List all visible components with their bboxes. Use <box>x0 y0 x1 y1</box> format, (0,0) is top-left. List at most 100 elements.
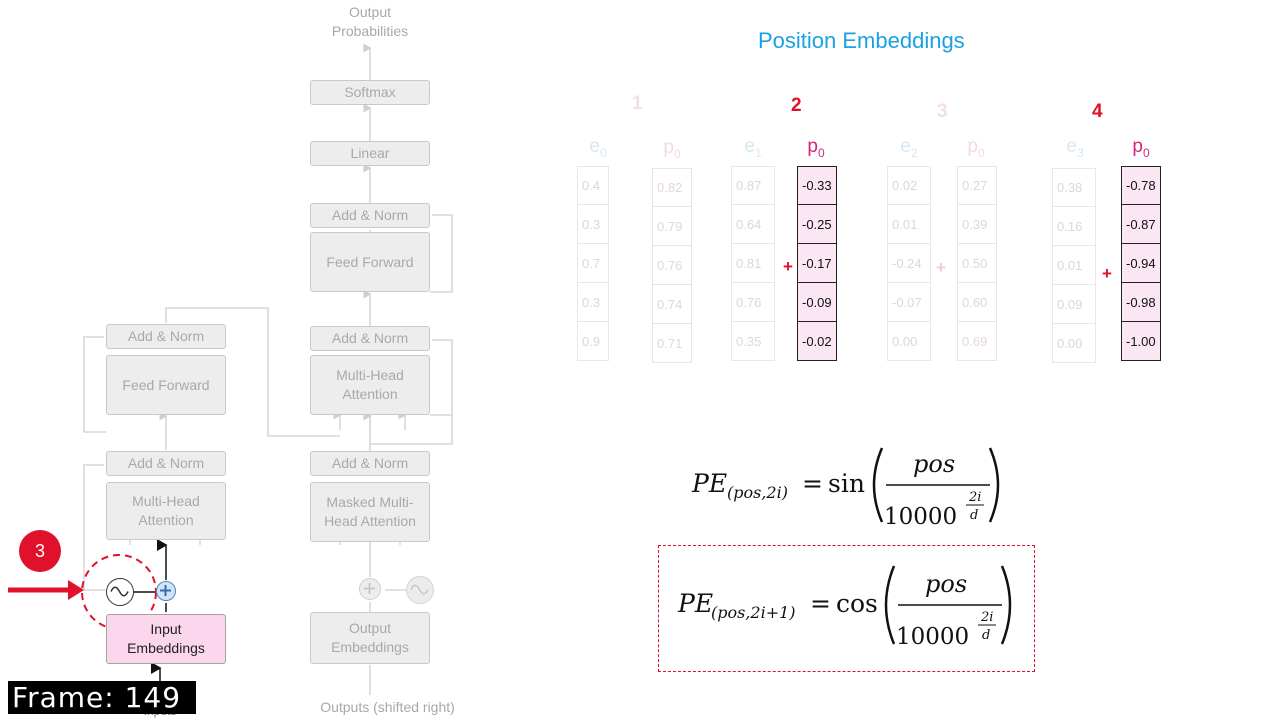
formula-cos-numerator: pos <box>925 570 967 598</box>
decoder-multi-head-attention-block: Multi-Head Attention <box>310 355 430 415</box>
svg-text:=: = <box>810 589 831 618</box>
position-number-4: 4 <box>1092 101 1103 122</box>
vector-cell: -0.25 <box>797 205 837 244</box>
vector-cell: 0.7 <box>577 244 609 283</box>
e1-header: e1 <box>744 136 762 160</box>
step-badge-number: 3 <box>34 540 45 561</box>
step-badge: 3 <box>19 530 61 572</box>
decoder-add-norm-low: Add & Norm <box>310 451 430 476</box>
vector-cell: 0.39 <box>957 205 997 244</box>
vector-cell: 0.81 <box>731 244 775 283</box>
decoder-add-norm-top: Add & Norm <box>310 203 430 228</box>
plus-sign-4: + <box>1102 264 1112 283</box>
frame-label: Frame: 149 <box>8 681 196 714</box>
vector-cell: 0.02 <box>887 166 931 205</box>
vector-cell: -0.02 <box>797 322 837 361</box>
formula-sin: PE (pos,2i) = sin pos 10000 2i d <box>691 447 1000 530</box>
e1-vector: 0.87 0.64 0.81 0.76 0.35 <box>731 166 775 361</box>
e3-header: e3 <box>1066 136 1084 160</box>
decoder-sine-wave-icon <box>406 576 434 604</box>
position-number-2: 2 <box>791 95 802 116</box>
formula-sin-denominator: 10000 <box>884 504 957 530</box>
plus-sign-2: + <box>783 257 793 276</box>
input-embeddings-block: Input Embeddings <box>106 614 226 664</box>
output-embeddings-block: Output Embeddings <box>310 612 430 664</box>
vector-cell: 0.76 <box>652 246 692 285</box>
vector-cell: 0.09 <box>1052 285 1096 324</box>
vector-cell: -0.07 <box>887 283 931 322</box>
vector-cell: 0.4 <box>577 166 609 205</box>
p0-vector-3: 0.27 0.39 0.50 0.60 0.69 <box>957 166 997 361</box>
vector-cell: -0.33 <box>797 166 837 205</box>
vector-cell: 0.01 <box>887 205 931 244</box>
vector-cell: 0.79 <box>652 207 692 246</box>
vector-cell: -0.98 <box>1121 283 1161 322</box>
p0-vector-1: 0.82 0.79 0.76 0.74 0.71 <box>652 168 692 363</box>
formula-cos: PE (pos,2i+1) = cos pos 10000 2i d <box>677 565 1012 650</box>
formula-cos-exp-num: 2i <box>980 610 993 625</box>
vector-cell: 0.27 <box>957 166 997 205</box>
vector-cell: 0.71 <box>652 324 692 363</box>
vector-cell: 0.38 <box>1052 168 1096 207</box>
encoder-add-icon <box>156 581 176 601</box>
formula-sin-lhs: PE <box>691 469 727 498</box>
formula-cos-subscript: (pos,2i+1) <box>711 603 796 622</box>
vector-cell: 0.50 <box>957 244 997 283</box>
vector-cell: 0.60 <box>957 283 997 322</box>
formula-sin-exp-num: 2i <box>968 490 981 505</box>
vector-cell: 0.82 <box>652 168 692 207</box>
vector-cell: -0.17 <box>797 244 837 283</box>
formula-sin-numerator: pos <box>913 450 955 478</box>
vector-cell: -0.09 <box>797 283 837 322</box>
formula-cos-fn: cos <box>836 589 878 618</box>
vector-cell: 0.3 <box>577 283 609 322</box>
formula-sin-subscript: (pos,2i) <box>727 483 788 502</box>
position-number-1: 1 <box>632 93 643 114</box>
formula-sin-fn: sin <box>828 469 865 498</box>
vector-cell: 0.3 <box>577 205 609 244</box>
vector-cell: -0.78 <box>1121 166 1161 205</box>
e0-header: e0 <box>589 136 607 160</box>
p0-header-2: p0 <box>807 136 825 160</box>
vector-cell: 0.69 <box>957 322 997 361</box>
e3-vector: 0.38 0.16 0.01 0.09 0.00 <box>1052 168 1096 363</box>
vector-cell: -0.24 <box>887 244 931 283</box>
encoder-multi-head-attention-block: Multi-Head Attention <box>106 482 226 540</box>
e0-vector: 0.4 0.3 0.7 0.3 0.9 <box>577 166 609 361</box>
p0-header-3: p0 <box>967 136 985 160</box>
encoder-add-norm-top: Add & Norm <box>106 324 226 349</box>
vector-cell: 0.01 <box>1052 246 1096 285</box>
vector-cell: 0.35 <box>731 322 775 361</box>
p0-header-4: p0 <box>1132 136 1150 160</box>
vector-cell: 0.74 <box>652 285 692 324</box>
p0-header-1: p0 <box>663 137 681 161</box>
vector-cell: -0.87 <box>1121 205 1161 244</box>
svg-text:=: = <box>802 469 823 498</box>
vector-cell: 0.16 <box>1052 207 1096 246</box>
vector-cell: -0.94 <box>1121 244 1161 283</box>
masked-multi-head-attention-block: Masked Multi- Head Attention <box>310 482 430 542</box>
position-number-3: 3 <box>937 101 948 122</box>
vector-cell: 0.87 <box>731 166 775 205</box>
vector-cell: 0.76 <box>731 283 775 322</box>
encoder-feed-forward-block: Feed Forward <box>106 355 226 415</box>
p0-vector-2: -0.33 -0.25 -0.17 -0.09 -0.02 <box>797 166 837 361</box>
transformer-connectors <box>8 43 453 695</box>
page-title: Position Embeddings <box>758 28 965 53</box>
outputs-shifted-right-label: Outputs (shifted right) <box>320 699 455 715</box>
encoder-add-norm-low: Add & Norm <box>106 451 226 476</box>
encoder-sine-wave-icon <box>106 578 134 606</box>
decoder-feed-forward-block: Feed Forward <box>310 232 430 292</box>
formula-cos-lhs: PE <box>677 589 713 618</box>
e2-header: e2 <box>900 136 918 160</box>
formula-sin-exp-den: d <box>970 508 978 523</box>
cos-formula-highlight-box <box>658 545 1035 672</box>
plus-sign-3: + <box>936 258 946 277</box>
vector-cell: 0.00 <box>1052 324 1096 363</box>
vector-cell: 0.9 <box>577 322 609 361</box>
vector-cell: 0.00 <box>887 322 931 361</box>
e2-vector: 0.02 0.01 -0.24 -0.07 0.00 <box>887 166 931 361</box>
decoder-add-icon <box>359 578 381 600</box>
p0-vector-4: -0.78 -0.87 -0.94 -0.98 -1.00 <box>1121 166 1161 361</box>
softmax-block: Softmax <box>310 80 430 105</box>
